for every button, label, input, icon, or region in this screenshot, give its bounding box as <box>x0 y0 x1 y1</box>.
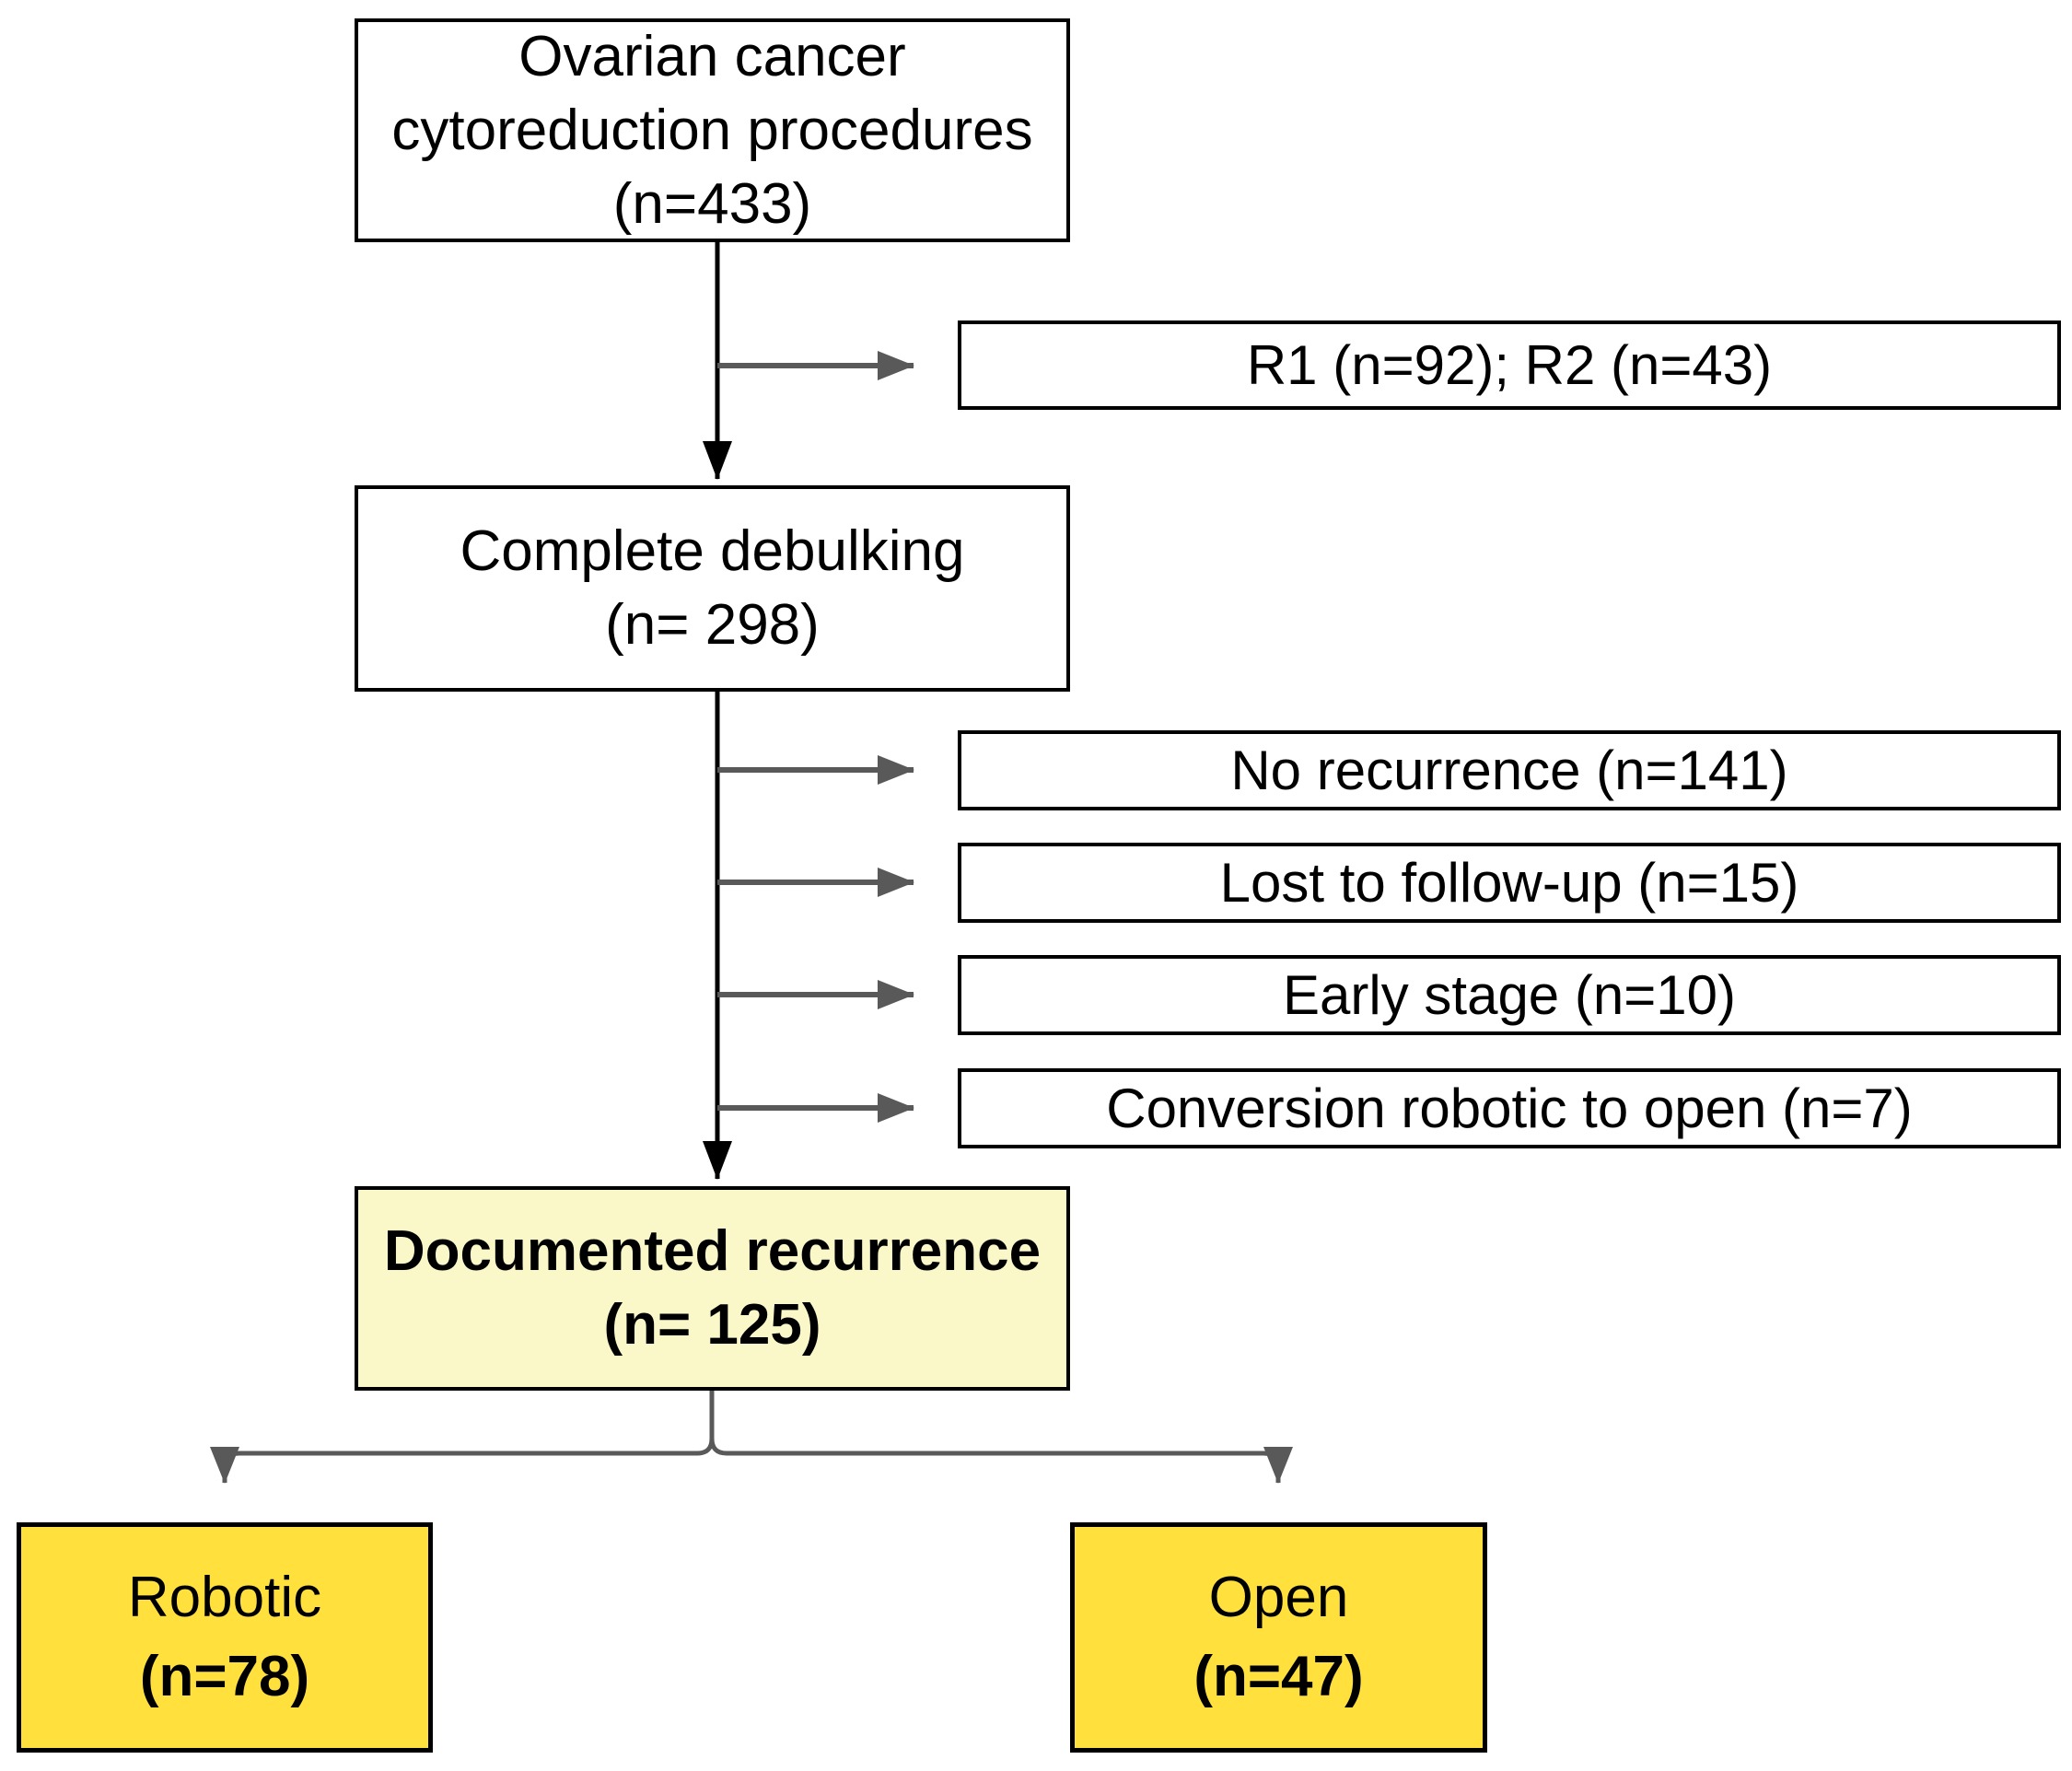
node-documented-recurrence-label: Documented recurrence (n= 125) <box>383 1219 1042 1357</box>
node-early-stage: Early stage (n=10) <box>958 955 2061 1035</box>
node-conversion-robotic-to-open: Conversion robotic to open (n=7) <box>958 1068 2061 1148</box>
node-early-stage-label: Early stage (n=10) <box>1283 963 1736 1026</box>
node-exclusion-r1-r2: R1 (n=92); R2 (n=43) <box>958 320 2061 410</box>
edge-to-open <box>709 1438 1293 1484</box>
node-ovarian-cancer-procedures: Ovarian cancer cytoreduction procedures … <box>355 18 1070 242</box>
node-no-recurrence: No recurrence (n=141) <box>958 730 2061 810</box>
node-open-arm-count: (n=47) <box>1193 1645 1364 1708</box>
node-ovarian-cancer-procedures-label: Ovarian cancer cytoreduction procedures … <box>391 24 1033 236</box>
node-open-arm-label: Open <box>1208 1566 1349 1629</box>
node-exclusion-r1-r2-label: R1 (n=92); R2 (n=43) <box>1246 333 1773 396</box>
node-complete-debulking-label: Complete debulking (n= 298) <box>460 519 965 657</box>
node-no-recurrence-label: No recurrence (n=141) <box>1230 739 1788 801</box>
edge-to-robotic <box>210 1438 715 1484</box>
node-robotic-arm-count: (n=78) <box>139 1645 310 1708</box>
node-robotic-arm: Robotic (n=78) <box>17 1522 433 1753</box>
node-lost-to-followup-label: Lost to follow-up (n=15) <box>1219 851 1799 914</box>
node-robotic-arm-label: Robotic <box>127 1566 322 1629</box>
node-open-arm: Open (n=47) <box>1070 1522 1487 1753</box>
node-complete-debulking: Complete debulking (n= 298) <box>355 485 1070 692</box>
node-documented-recurrence: Documented recurrence (n= 125) <box>355 1186 1070 1391</box>
node-conversion-robotic-to-open-label: Conversion robotic to open (n=7) <box>1106 1077 1913 1139</box>
node-lost-to-followup: Lost to follow-up (n=15) <box>958 843 2061 923</box>
